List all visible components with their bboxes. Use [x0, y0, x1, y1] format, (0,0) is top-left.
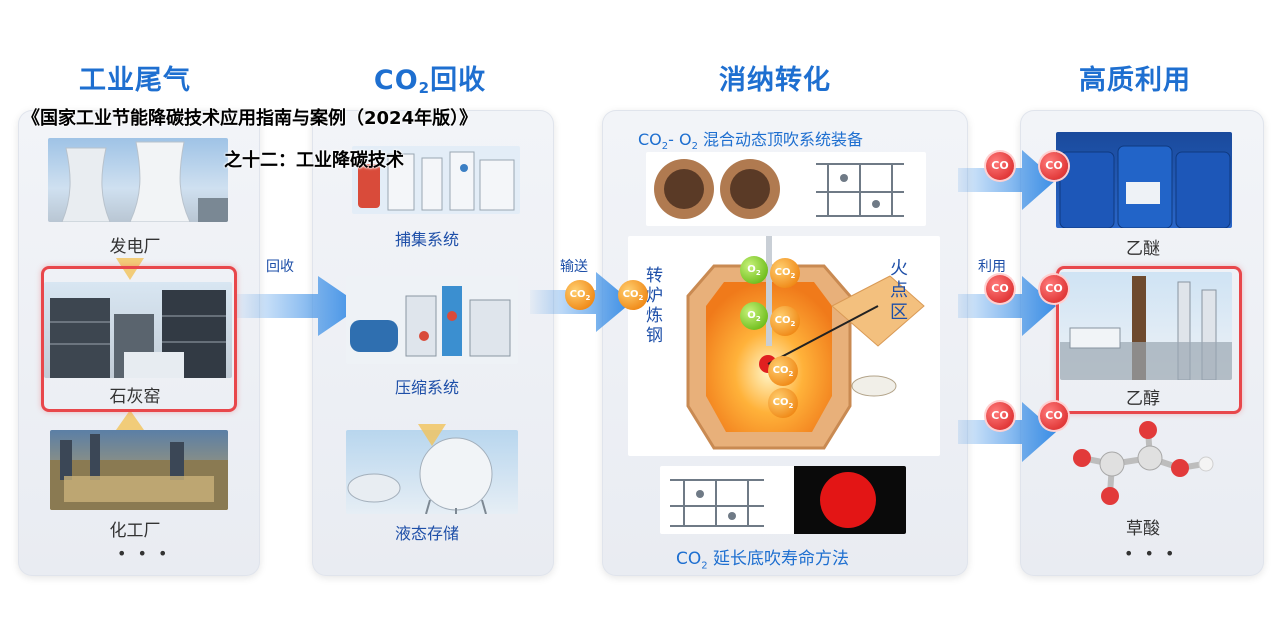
- co2-molecule-badge: CO2: [618, 280, 648, 310]
- ethanol-plant-image: [1060, 272, 1232, 380]
- chemical-plant-image: [50, 430, 228, 510]
- top-blowing-equipment-image: [646, 152, 926, 226]
- o2-molecule-badge: O2: [740, 256, 768, 284]
- co-molecule-badge: CO: [1040, 152, 1068, 180]
- lime-kiln-label: 石灰窑: [109, 387, 161, 407]
- compression-system-label: 压缩系统: [394, 378, 459, 397]
- utilize-arrow-bottom-icon: [958, 402, 1056, 462]
- column-title-exhaust: 工业尾气: [79, 65, 191, 96]
- co2-molecule-badge: CO2: [768, 356, 798, 386]
- co2-molecule-badge: CO2: [768, 388, 798, 418]
- power-plant-image: [48, 138, 228, 222]
- overlay-title-line-1: 《国家工业节能降碳技术应用指南与案例（2024年版）》: [22, 108, 478, 129]
- co-molecule-badge: CO: [986, 402, 1014, 430]
- ethanol-highlight-box: [1056, 266, 1242, 414]
- oxalic-acid-label: 草酸: [1126, 519, 1160, 539]
- lime-kiln-image: [44, 282, 232, 378]
- chemical-plant-label: 化工厂: [109, 521, 161, 541]
- utilize-arrow-top-icon: [958, 150, 1056, 210]
- hot-spot-zone-label: 火点区: [890, 258, 908, 323]
- more-sources-indicator: • • •: [117, 544, 171, 563]
- up-arrow-icon: [116, 410, 144, 430]
- lime-kiln-highlight-box: [41, 266, 237, 412]
- co2-molecule-badge: CO2: [565, 280, 595, 310]
- bottom-method-caption: CO2 延长底吹寿命方法: [676, 549, 850, 572]
- arrow-label-recover: 回收: [266, 259, 294, 275]
- converter-furnace-image: [628, 236, 940, 456]
- co2-molecule-badge: CO2: [770, 258, 800, 288]
- arrow-label-utilize: 利用: [978, 259, 1006, 275]
- oxalic-acid-molecule-image: [1068, 418, 1228, 514]
- bottom-blowing-equipment-image: [660, 466, 906, 534]
- power-plant-label: 发电厂: [109, 237, 161, 257]
- compression-system-image: [346, 276, 518, 364]
- capture-system-label: 捕集系统: [394, 230, 459, 249]
- arrow-label-transport: 输送: [560, 259, 588, 275]
- column-title-conversion: 消纳转化: [719, 65, 831, 96]
- overlay-title-line-2: 之十二：工业降碳技术: [224, 150, 404, 171]
- down-arrow-icon: [418, 424, 446, 446]
- ether-label: 乙醚: [1126, 239, 1160, 259]
- capture-system-image: [352, 146, 520, 214]
- top-equipment-caption: CO2- O2 混合动态顶吹系统装备: [638, 130, 864, 153]
- recover-arrow-icon: [234, 276, 362, 336]
- down-arrow-icon: [116, 258, 144, 280]
- o2-molecule-badge: O2: [740, 302, 768, 330]
- co2-molecule-badge: CO2: [770, 306, 800, 336]
- co-molecule-badge: CO: [1040, 402, 1068, 430]
- co-molecule-badge: CO: [986, 275, 1014, 303]
- converter-steelmaking-label: 转炉炼钢: [646, 266, 663, 346]
- column-title-recovery: CO2回收: [373, 65, 487, 97]
- utilize-arrow-middle-icon: [958, 276, 1056, 336]
- co-molecule-badge: CO: [986, 152, 1014, 180]
- ethanol-label: 乙醇: [1126, 389, 1160, 409]
- liquid-storage-label: 液态存储: [394, 524, 459, 543]
- column-title-utilization: 高质利用: [1079, 65, 1191, 96]
- more-products-indicator: • • •: [1124, 544, 1178, 563]
- co-molecule-badge: CO: [1040, 275, 1068, 303]
- liquid-storage-image: [346, 430, 518, 514]
- ether-drums-image: [1056, 132, 1232, 228]
